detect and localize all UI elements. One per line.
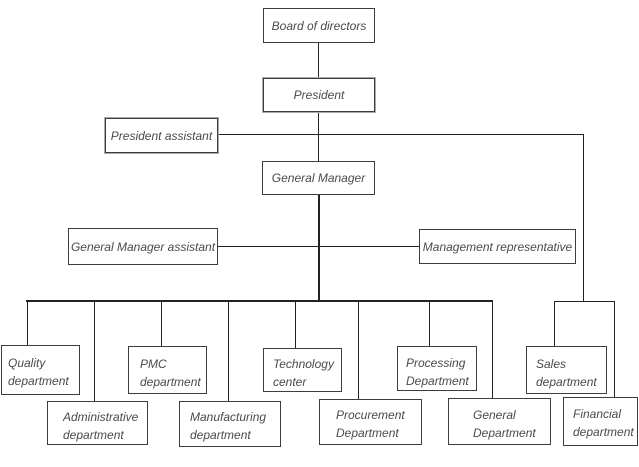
board-of-directors-label: Board of directors: [271, 18, 367, 33]
president-assistant-label: President assistant: [110, 128, 213, 143]
connector-board-president: [318, 43, 319, 78]
connector-procurement-drop: [358, 301, 359, 399]
node-quality-department: Quality department: [1, 345, 80, 395]
node-procurement-department: Procurement Department: [319, 399, 422, 445]
node-manufacturing-department: Manufacturing department: [179, 401, 281, 447]
connector-technology-drop: [295, 301, 296, 348]
connector-right-branch-bus: [554, 301, 615, 302]
connector-assistant-representative-line: [218, 246, 419, 247]
sales-department-label: Sales department: [536, 357, 597, 389]
connector-administrative-drop: [94, 301, 95, 401]
procurement-department-label: Procurement Department: [336, 408, 405, 440]
node-administrative-department: Administrative department: [47, 401, 148, 445]
general-department-label: General Department: [473, 408, 536, 440]
general-manager-assistant-label: General Manager assistant: [70, 239, 216, 254]
general-manager-label: General Manager: [271, 171, 366, 185]
connector-department-bus: [26, 300, 493, 302]
connector-processing-drop: [429, 301, 430, 346]
connector-right-branch: [583, 134, 584, 302]
quality-department-label: Quality department: [8, 356, 69, 388]
node-general-manager-assistant: General Manager assistant: [68, 228, 218, 265]
node-technology-center: Technology center: [263, 348, 342, 392]
node-president: President: [263, 78, 375, 112]
technology-center-label: Technology center: [273, 357, 334, 389]
node-financial-department: Financial department: [563, 397, 638, 446]
connector-manufacturing-drop: [228, 301, 229, 401]
connector-pmc-drop: [161, 301, 162, 346]
connector-quality-drop: [27, 301, 28, 345]
node-board-of-directors: Board of directors: [263, 8, 375, 43]
connector-general-dept-drop: [492, 301, 493, 398]
connector-financial-drop: [614, 301, 615, 397]
connector-general-manager-bus: [318, 195, 320, 301]
node-sales-department: Sales department: [526, 346, 607, 394]
node-general-department: General Department: [448, 398, 551, 445]
administrative-department-label: Administrative department: [63, 410, 139, 442]
management-representative-label: Management representative: [422, 239, 573, 254]
node-president-assistant: President assistant: [105, 118, 218, 153]
pmc-department-label: PMC department: [140, 357, 201, 389]
processing-department-label: Processing Department: [406, 356, 469, 388]
node-pmc-department: PMC department: [128, 346, 207, 394]
connector-president-general-manager: [318, 112, 319, 161]
node-general-manager: General Manager: [262, 161, 375, 195]
president-label: President: [293, 88, 345, 102]
node-processing-department: Processing Department: [397, 346, 477, 391]
connector-president-assistant-line: [218, 134, 584, 135]
manufacturing-department-label: Manufacturing department: [190, 410, 267, 442]
connector-sales-drop: [554, 301, 555, 346]
financial-department-label: Financial department: [573, 407, 634, 439]
node-management-representative: Management representative: [419, 229, 576, 264]
